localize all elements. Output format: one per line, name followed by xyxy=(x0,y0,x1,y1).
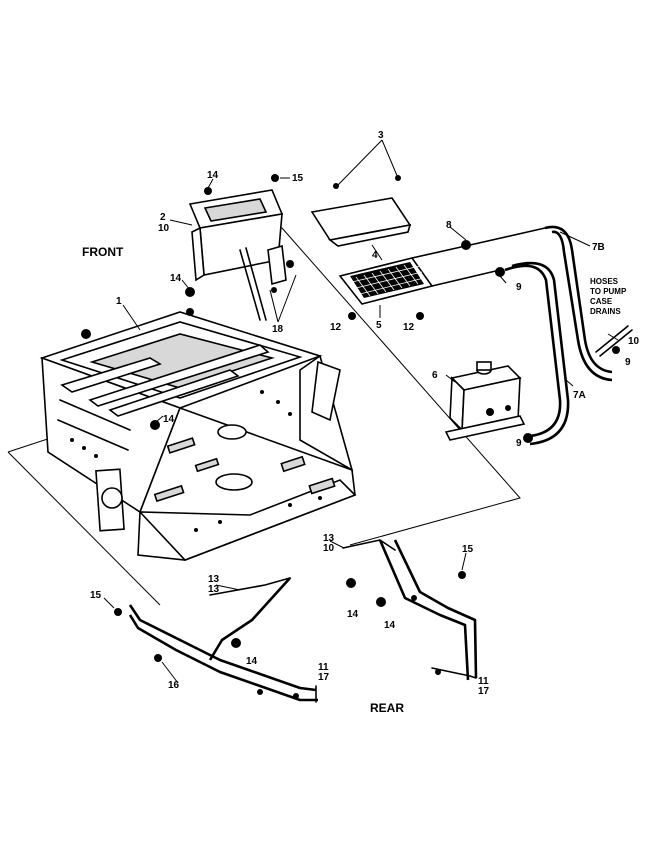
callout-3: 3 xyxy=(378,130,384,141)
callout-4: 4 xyxy=(372,250,378,261)
callout-2: 2 xyxy=(160,212,166,223)
callout-15-left: 15 xyxy=(90,590,102,601)
callout-13-left-b: 13 xyxy=(208,584,220,595)
hose-note: HOSES TO PUMP CASE DRAINS xyxy=(590,277,627,316)
callout-7a: 7A xyxy=(573,390,586,401)
callout-10-hose: 10 xyxy=(628,336,640,347)
callout-14-rim: 14 xyxy=(170,273,182,284)
callout-8: 8 xyxy=(446,220,452,231)
callout-6: 6 xyxy=(432,370,438,381)
callout-14-wall: 14 xyxy=(163,414,175,425)
leader-lines xyxy=(103,139,619,684)
callout-10-right: 10 xyxy=(323,543,335,554)
callout-11-left: 11 xyxy=(318,662,329,673)
callout-15-seat: 15 xyxy=(292,173,304,184)
callout-9-top: 9 xyxy=(516,282,522,293)
callout-11-right: 11 xyxy=(478,676,489,687)
note-line-1: HOSES xyxy=(590,277,619,286)
note-line-4: DRAINS xyxy=(590,307,621,316)
note-line-2: TO PUMP xyxy=(590,287,627,296)
callout-14-right-b: 14 xyxy=(384,620,396,631)
callout-9-res: 9 xyxy=(516,438,522,449)
callout-labels: 1 2 10 14 15 14 18 14 3 4 8 7B 9 12 5 12… xyxy=(90,130,640,697)
callout-5: 5 xyxy=(376,320,382,331)
callout-1: 1 xyxy=(116,296,122,307)
callout-9-hose: 9 xyxy=(625,357,631,368)
seat-mount-plate xyxy=(188,174,294,321)
main-frame xyxy=(39,287,357,561)
callout-10: 10 xyxy=(158,223,170,234)
callout-17-left: 17 xyxy=(318,672,330,683)
callout-12-left: 12 xyxy=(330,322,342,333)
callout-15-right: 15 xyxy=(462,544,474,555)
callout-14-right-a: 14 xyxy=(347,609,359,620)
hose-assembly xyxy=(411,225,633,446)
callout-13-right: 13 xyxy=(323,533,335,544)
callout-14-seat: 14 xyxy=(207,170,219,181)
rear-label: REAR xyxy=(370,701,404,715)
callout-18: 18 xyxy=(272,324,284,335)
front-label: FRONT xyxy=(82,245,124,259)
cover-plate xyxy=(310,175,412,247)
callout-7b: 7B xyxy=(592,242,605,253)
callout-13-left: 13 xyxy=(208,574,220,585)
reservoir xyxy=(444,361,526,441)
callout-16-left: 16 xyxy=(168,680,180,691)
callout-14-left: 14 xyxy=(246,656,258,667)
oil-cooler xyxy=(338,257,434,320)
callout-17-right: 17 xyxy=(478,686,490,697)
note-line-3: CASE xyxy=(590,297,613,306)
callout-12-right: 12 xyxy=(403,322,415,333)
control-linkage xyxy=(114,539,478,703)
